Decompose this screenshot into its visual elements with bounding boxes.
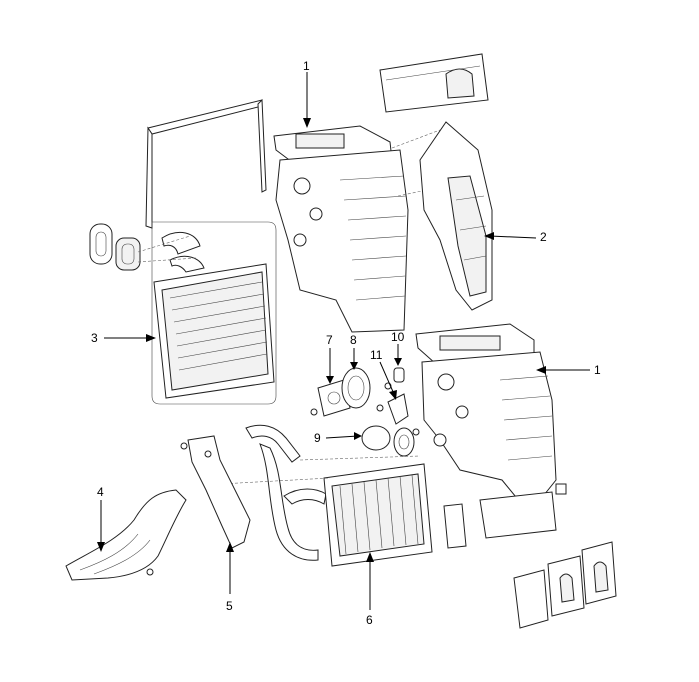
cover-plate-bottom — [513, 541, 617, 629]
link-10 — [384, 367, 405, 390]
heater-core — [219, 455, 433, 567]
callout-5: 5 — [226, 599, 233, 613]
duct-4 — [65, 489, 187, 581]
callout-6: 6 — [366, 613, 373, 627]
callout-3: 3 — [91, 331, 98, 345]
callout-9: 9 — [314, 431, 321, 445]
callout-11: 11 — [370, 348, 383, 362]
heater-pipes — [245, 424, 327, 561]
callout-4: 4 — [97, 485, 104, 499]
lever-11 — [376, 393, 409, 425]
callout-1-right: 1 — [594, 363, 601, 377]
callout-7: 7 — [326, 333, 333, 347]
bracket-5 — [180, 435, 251, 549]
seal-strip — [145, 98, 267, 229]
side-panel — [419, 121, 493, 311]
upper-case-housing — [273, 125, 441, 333]
callout-10: 10 — [391, 330, 405, 344]
grommet-inner — [115, 237, 141, 271]
lower-case-housing — [415, 323, 567, 549]
actuator-8 — [341, 367, 371, 409]
actuator-9 — [361, 425, 420, 457]
leader-lines — [97, 72, 590, 610]
evaporator-enclosure — [137, 221, 277, 405]
callout-8: 8 — [350, 333, 357, 347]
callout-1-top: 1 — [303, 59, 310, 73]
grommet-outer — [89, 223, 113, 265]
cover-plate-top — [379, 53, 489, 113]
callout-2: 2 — [540, 230, 547, 244]
evaporator-core — [153, 263, 275, 399]
